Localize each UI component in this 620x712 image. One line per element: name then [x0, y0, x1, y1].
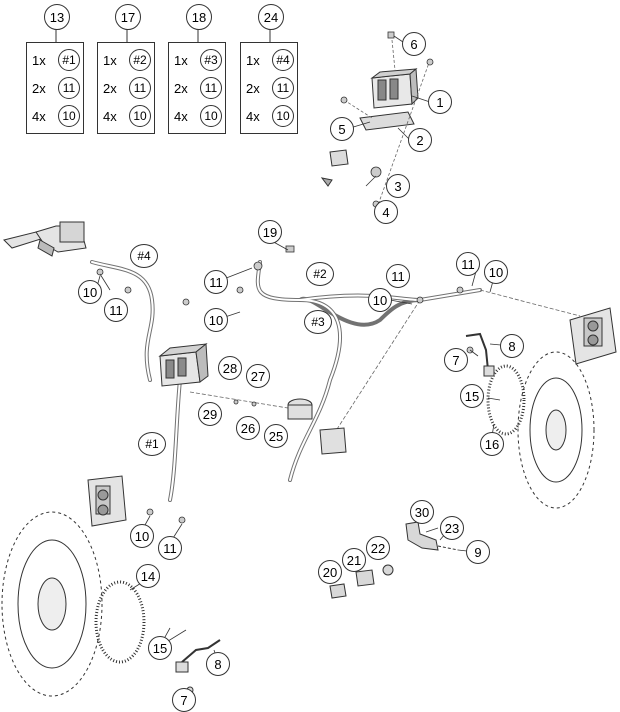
abs-unit-top [320, 67, 419, 187]
front-master-cylinder [3, 221, 87, 257]
kit-number-18: 18 [186, 4, 212, 30]
kit-row: 2x 11 [32, 77, 80, 99]
callout: 14 [136, 564, 160, 588]
kit-ref: #1 [58, 49, 80, 71]
kit-qty: 2x [246, 80, 260, 96]
callout: 2 [408, 128, 432, 152]
kit-box-17: 1x #2 2x 11 4x 10 [97, 42, 155, 134]
front-brake-disc [1, 511, 103, 697]
callout: 23 [440, 516, 464, 540]
kit-qty: 2x [103, 80, 117, 96]
kit-row: 2x 11 [246, 77, 294, 99]
callout: 7 [172, 688, 196, 712]
kit-row: 4x 10 [103, 105, 151, 127]
callout: 22 [366, 536, 390, 560]
callout: 6 [402, 32, 426, 56]
kit-row: 1x #4 [246, 49, 294, 71]
kit-ref: 11 [272, 77, 294, 99]
kit-qty: 2x [32, 80, 46, 96]
rear-reservoir [287, 398, 347, 455]
kit-ref: 11 [58, 77, 80, 99]
callout: 11 [158, 536, 182, 560]
callout: 10 [78, 280, 102, 304]
callout: 10 [204, 308, 228, 332]
kit-qty: 1x [246, 52, 260, 68]
kit-box-24: 1x #4 2x 11 4x 10 [240, 42, 298, 134]
callout: 15 [148, 636, 172, 660]
kit-ref: #4 [272, 49, 294, 71]
kit-ref: 11 [129, 77, 151, 99]
kit-row: 1x #2 [103, 49, 151, 71]
kit-row: 1x #3 [174, 49, 222, 71]
callout: 11 [104, 298, 128, 322]
kit-ref: 10 [129, 105, 151, 127]
rear-caliper [569, 307, 617, 365]
kit-row: 2x 11 [103, 77, 151, 99]
callout: 19 [258, 220, 282, 244]
callout: 9 [466, 540, 490, 564]
kit-row: 2x 11 [174, 77, 222, 99]
kit-ref: 11 [200, 77, 222, 99]
kit-qty: 1x [103, 52, 117, 68]
callout: 29 [198, 402, 222, 426]
kit-qty: 1x [174, 52, 188, 68]
callout: 10 [130, 524, 154, 548]
callout: 20 [318, 560, 342, 584]
callout: 28 [218, 356, 242, 380]
line-label: #2 [306, 262, 334, 286]
kit-ref: 10 [200, 105, 222, 127]
rear-tone-ring [486, 364, 526, 436]
callout: 15 [460, 384, 484, 408]
kit-qty: 4x [103, 108, 117, 124]
kit-row: 1x #1 [32, 49, 80, 71]
kit-number-13: 13 [44, 4, 70, 30]
kit-row: 4x 10 [32, 105, 80, 127]
callout: 8 [500, 334, 524, 358]
callout: 27 [246, 364, 270, 388]
rear-brake-disc [517, 351, 595, 509]
kit-box-13: 1x #1 2x 11 4x 10 [26, 42, 84, 134]
callout: 11 [386, 264, 410, 288]
callout: 21 [342, 548, 366, 572]
callout: 10 [368, 288, 392, 312]
kit-qty: 4x [174, 108, 188, 124]
callout: 5 [330, 117, 354, 141]
kit-ref: #2 [129, 49, 151, 71]
kit-ref: 10 [58, 105, 80, 127]
rear-speed-sensor [465, 332, 495, 377]
abs-modulator [158, 343, 209, 387]
callout: 3 [386, 174, 410, 198]
callout: 16 [480, 432, 504, 456]
front-caliper [87, 475, 127, 527]
kit-number-24: 24 [258, 4, 284, 30]
callout: 1 [428, 90, 452, 114]
callout: 10 [484, 260, 508, 284]
kit-qty: 4x [246, 108, 260, 124]
callout: 7 [444, 348, 468, 372]
callout: 25 [264, 424, 288, 448]
kit-number-17: 17 [115, 4, 141, 30]
callout: 8 [206, 652, 230, 676]
kit-row: 4x 10 [246, 105, 294, 127]
kit-ref: 10 [272, 105, 294, 127]
kit-qty: 2x [174, 80, 188, 96]
callout: 4 [374, 200, 398, 224]
small-parts [329, 521, 459, 599]
kit-ref: #3 [200, 49, 222, 71]
kit-qty: 4x [32, 108, 46, 124]
kit-qty: 1x [32, 52, 46, 68]
front-tone-ring [94, 580, 146, 664]
line-label: #3 [304, 310, 332, 334]
line-label: #1 [138, 432, 166, 456]
kit-box-18: 1x #3 2x 11 4x 10 [168, 42, 226, 134]
line-label: #4 [130, 244, 158, 268]
callout: 11 [204, 270, 228, 294]
kit-row: 4x 10 [174, 105, 222, 127]
callout: 11 [456, 252, 480, 276]
callout: 26 [236, 416, 260, 440]
callout: 30 [410, 500, 434, 524]
